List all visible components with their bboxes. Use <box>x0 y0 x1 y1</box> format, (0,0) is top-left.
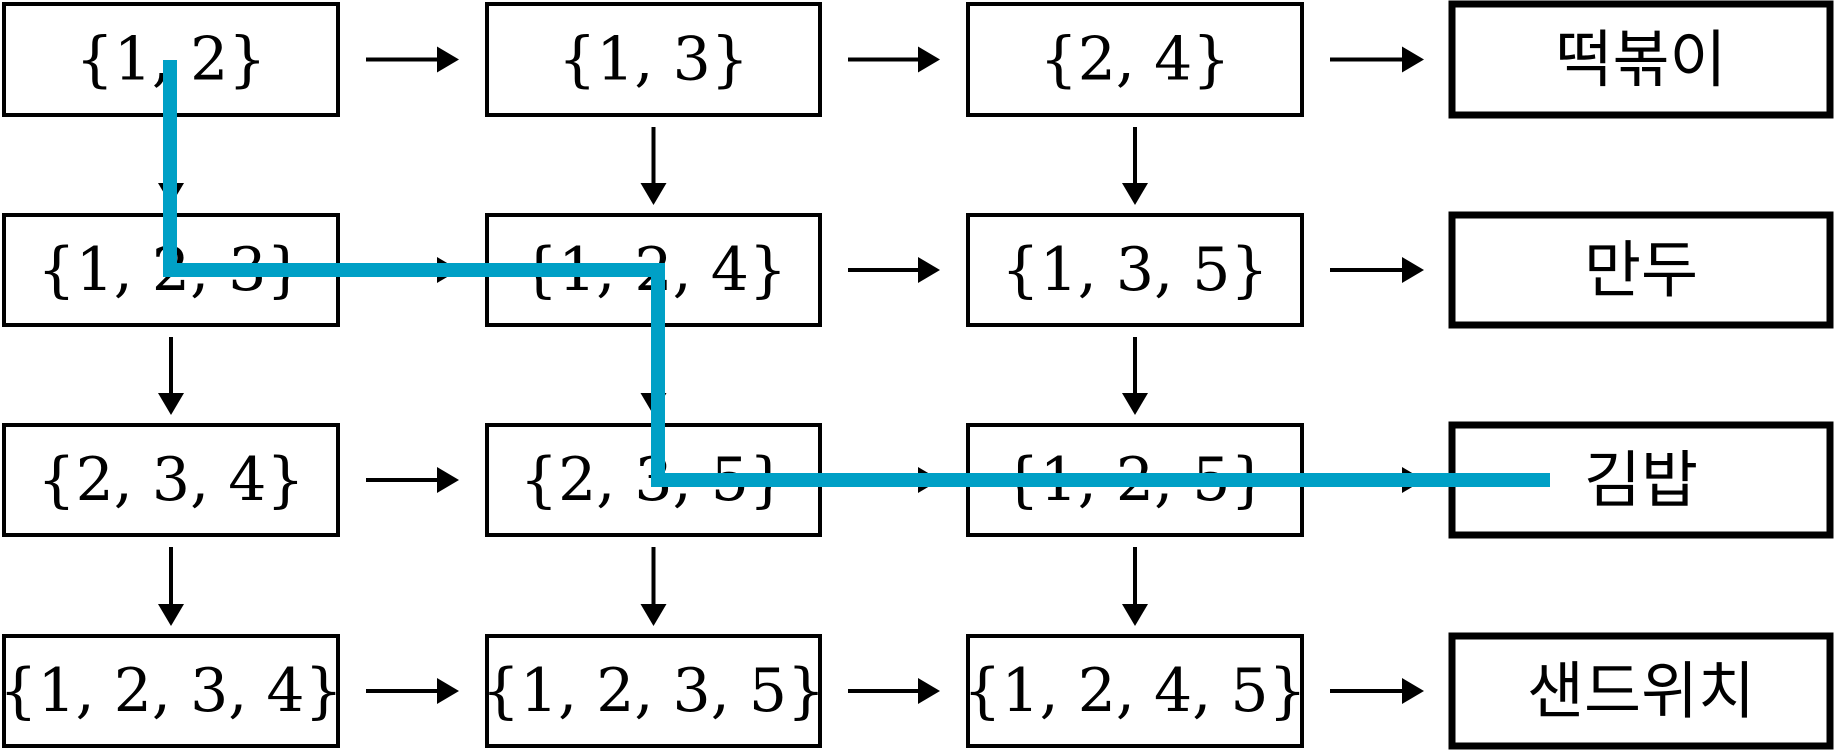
arrow-head <box>437 467 459 493</box>
right-arrow <box>366 678 459 704</box>
food-node-box <box>1448 211 1834 329</box>
set-label: {2, 3, 4} <box>37 445 304 515</box>
food-label: 김밥 <box>1584 444 1698 517</box>
food-node-box <box>1448 0 1834 119</box>
arrow-head <box>437 678 459 704</box>
set-label: {1, 2, 3, 4} <box>0 656 343 726</box>
down-arrow <box>158 547 184 626</box>
set-label: {2, 4} <box>1040 25 1231 95</box>
arrow-head <box>1122 604 1148 626</box>
food-label: 샌드위치 <box>1527 655 1755 728</box>
set-node: {2, 3, 4} <box>2 423 340 537</box>
down-arrow <box>640 127 667 205</box>
set-node-box <box>2 634 340 748</box>
set-node-box <box>966 634 1304 748</box>
arrow-head <box>1122 183 1148 205</box>
arrow-head <box>640 183 667 205</box>
arrow-head <box>1122 393 1148 415</box>
right-arrow <box>366 467 459 493</box>
right-arrow <box>1330 257 1424 283</box>
right-arrow <box>1330 46 1424 73</box>
set-node-box <box>485 634 822 748</box>
arrow-head <box>158 604 184 626</box>
set-node: {1, 2, 4, 5} <box>963 634 1307 748</box>
highlight-path-line <box>163 60 1550 487</box>
set-label: {1, 2, 4, 5} <box>963 656 1306 726</box>
food-label: 만두 <box>1584 234 1698 307</box>
arrow-head <box>1402 46 1424 73</box>
arrow-head <box>437 46 459 73</box>
set-node-box <box>2 423 340 537</box>
arrow-head <box>158 393 184 415</box>
set-label: {1, 2, 3, 5} <box>482 656 825 726</box>
right-arrow <box>848 678 940 704</box>
arrow-head <box>640 604 667 626</box>
down-arrow <box>1122 127 1148 205</box>
down-arrow <box>1122 547 1148 626</box>
set-node: {1, 3} <box>485 2 822 117</box>
set-node: {1, 3, 5} <box>966 213 1304 327</box>
set-node: {1, 2} <box>2 2 340 117</box>
arrow-head <box>918 257 940 283</box>
right-arrow <box>1330 678 1424 704</box>
set-label: {1, 3} <box>558 25 749 95</box>
food-node: 만두 <box>1448 211 1834 329</box>
down-arrow <box>640 547 667 626</box>
set-node: {1, 2, 3, 4} <box>0 634 343 748</box>
set-label: {1, 3, 5} <box>1001 235 1268 305</box>
set-node-box <box>966 213 1304 327</box>
food-node-box <box>1448 632 1834 750</box>
food-node: 샌드위치 <box>1448 632 1834 750</box>
set-node-box <box>485 2 822 117</box>
arrow-head <box>1402 257 1424 283</box>
set-node: {1, 2, 3, 5} <box>482 634 825 748</box>
set-node: {2, 4} <box>966 2 1304 117</box>
arrow-head <box>1402 678 1424 704</box>
down-arrow <box>158 337 184 415</box>
arrow-head <box>918 46 940 73</box>
arrow-head <box>918 678 940 704</box>
food-label: 떡볶이 <box>1555 23 1726 96</box>
set-node-box <box>966 2 1304 117</box>
arrows-layer <box>158 46 1424 704</box>
down-arrow <box>1122 337 1148 415</box>
food-node: 떡볶이 <box>1448 0 1834 119</box>
right-arrow <box>848 257 940 283</box>
right-arrow <box>848 46 940 73</box>
right-arrow <box>366 46 459 73</box>
